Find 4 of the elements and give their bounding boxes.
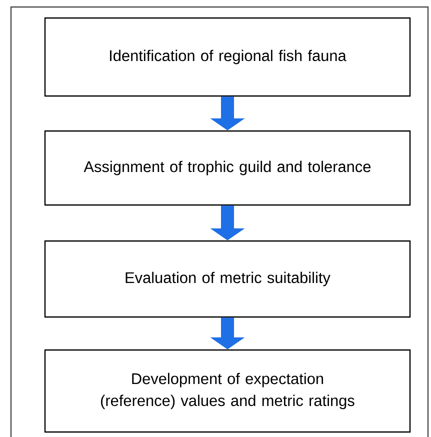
process-box: Evaluation of metric suitability xyxy=(44,240,411,318)
process-box: Development of expectation (reference) values and metric ratings xyxy=(44,349,411,433)
process-box: Identification of regional fish fauna xyxy=(44,17,411,97)
process-box: Assignment of trophic guild and tolerance xyxy=(44,130,411,206)
